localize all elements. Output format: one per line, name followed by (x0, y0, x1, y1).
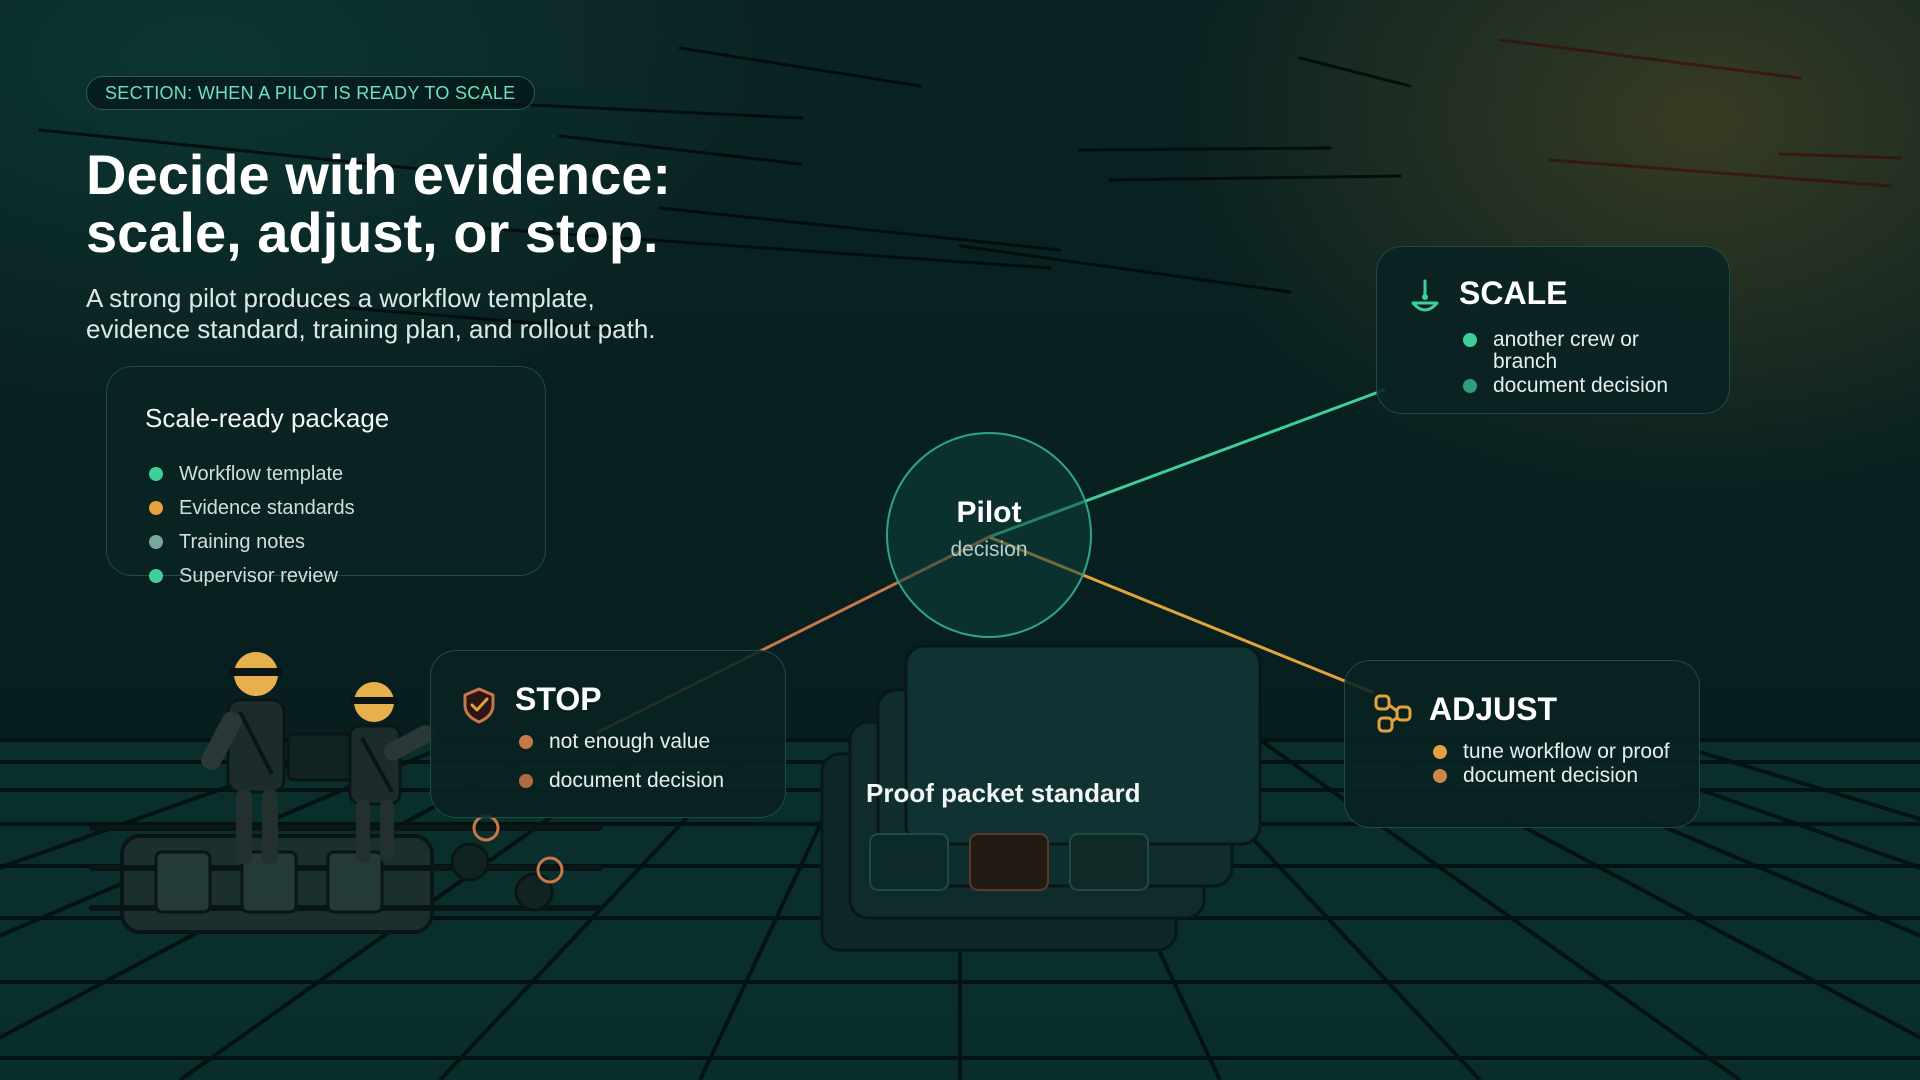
scale-title: SCALE (1459, 275, 1568, 311)
package-item: Training notes (149, 525, 355, 559)
bullet-dot (519, 735, 533, 749)
package-item-label: Evidence standards (179, 496, 355, 519)
package-item-label: Supervisor review (179, 564, 338, 587)
stop-item: document decision (519, 770, 724, 792)
scale-item: document decision (1463, 375, 1703, 397)
subtitle-line-1: A strong pilot produces a workflow templ… (86, 283, 595, 313)
bullet-dot (149, 467, 163, 481)
adjust-item-label: tune workflow or proof (1463, 740, 1670, 763)
package-item-label: Training notes (179, 530, 305, 553)
package-item-label: Workflow template (179, 462, 344, 485)
bullet-dot (149, 535, 163, 549)
pilot-label: Pilot (956, 496, 1022, 529)
warm-streaks (1498, 38, 1902, 188)
scale-item-label: document decision (1493, 374, 1669, 397)
package-item: Evidence standards (149, 491, 355, 525)
title-line-2: scale, adjust, or stop. (86, 201, 659, 264)
worker-left (200, 652, 286, 864)
stop-item-label: document decision (549, 769, 725, 792)
bullet-dot (1433, 745, 1447, 759)
subtitle-line-2: evidence standard, training plan, and ro… (86, 314, 656, 344)
scale-item: another crew or branch (1463, 329, 1703, 373)
scale-option-card: SCALE another crew or branch document de… (1376, 246, 1730, 414)
worker-right (348, 682, 435, 862)
lamp-icon (1411, 279, 1439, 312)
package-list: Workflow template Evidence standards Tra… (149, 457, 355, 593)
adjust-item-label: document decision (1463, 764, 1639, 787)
worker-figures (200, 652, 435, 864)
stop-list: not enough value document decision (519, 731, 724, 809)
bullet-dot (1463, 379, 1477, 393)
stop-option-card: STOP not enough value document decision (430, 650, 786, 818)
bullet-dot (1433, 769, 1447, 783)
bullet-dot (1463, 333, 1477, 347)
stop-item: not enough value (519, 731, 724, 753)
scale-ready-package-card: Scale-ready package Workflow template Ev… (106, 366, 546, 587)
scale-list: another crew or branch document decision (1463, 329, 1703, 399)
page-title: Decide with evidence: scale, adjust, or … (86, 146, 671, 262)
subtitle: A strong pilot produces a workflow templ… (86, 283, 786, 345)
pilot-sublabel: decision (950, 538, 1028, 561)
stop-item-label: not enough value (549, 730, 711, 753)
tablet-screen (286, 732, 354, 782)
scale-item-label: another crew or branch (1493, 328, 1639, 373)
proof-slot-2 (969, 833, 1049, 891)
shield-check-icon (463, 687, 495, 724)
workflow-nodes-icon (1374, 694, 1412, 733)
pilot-decision-node: Pilot decision (886, 432, 1092, 638)
proof-slot-3 (1069, 833, 1149, 891)
bullet-dot (149, 569, 163, 583)
adjust-list: tune workflow or proof document decision (1433, 741, 1673, 789)
adjust-item: tune workflow or proof (1433, 741, 1673, 763)
proof-slot-1 (869, 833, 949, 891)
bullet-dot (519, 774, 533, 788)
package-title: Scale-ready package (145, 403, 390, 433)
title-line-1: Decide with evidence: (86, 143, 672, 206)
stop-title: STOP (515, 681, 602, 717)
package-item: Supervisor review (149, 559, 355, 593)
proof-packet-label: Proof packet standard (866, 778, 1141, 808)
adjust-option-card: ADJUST tune workflow or proof document d… (1344, 660, 1700, 828)
sky-streaks (38, 46, 1412, 332)
section-pill: SECTION: WHEN A PILOT IS READY TO SCALE (86, 76, 535, 110)
bullet-dot (149, 501, 163, 515)
proof-packet-stack (820, 644, 1262, 952)
adjust-item: document decision (1433, 765, 1673, 787)
adjust-title: ADJUST (1429, 691, 1558, 727)
package-item: Workflow template (149, 457, 355, 491)
